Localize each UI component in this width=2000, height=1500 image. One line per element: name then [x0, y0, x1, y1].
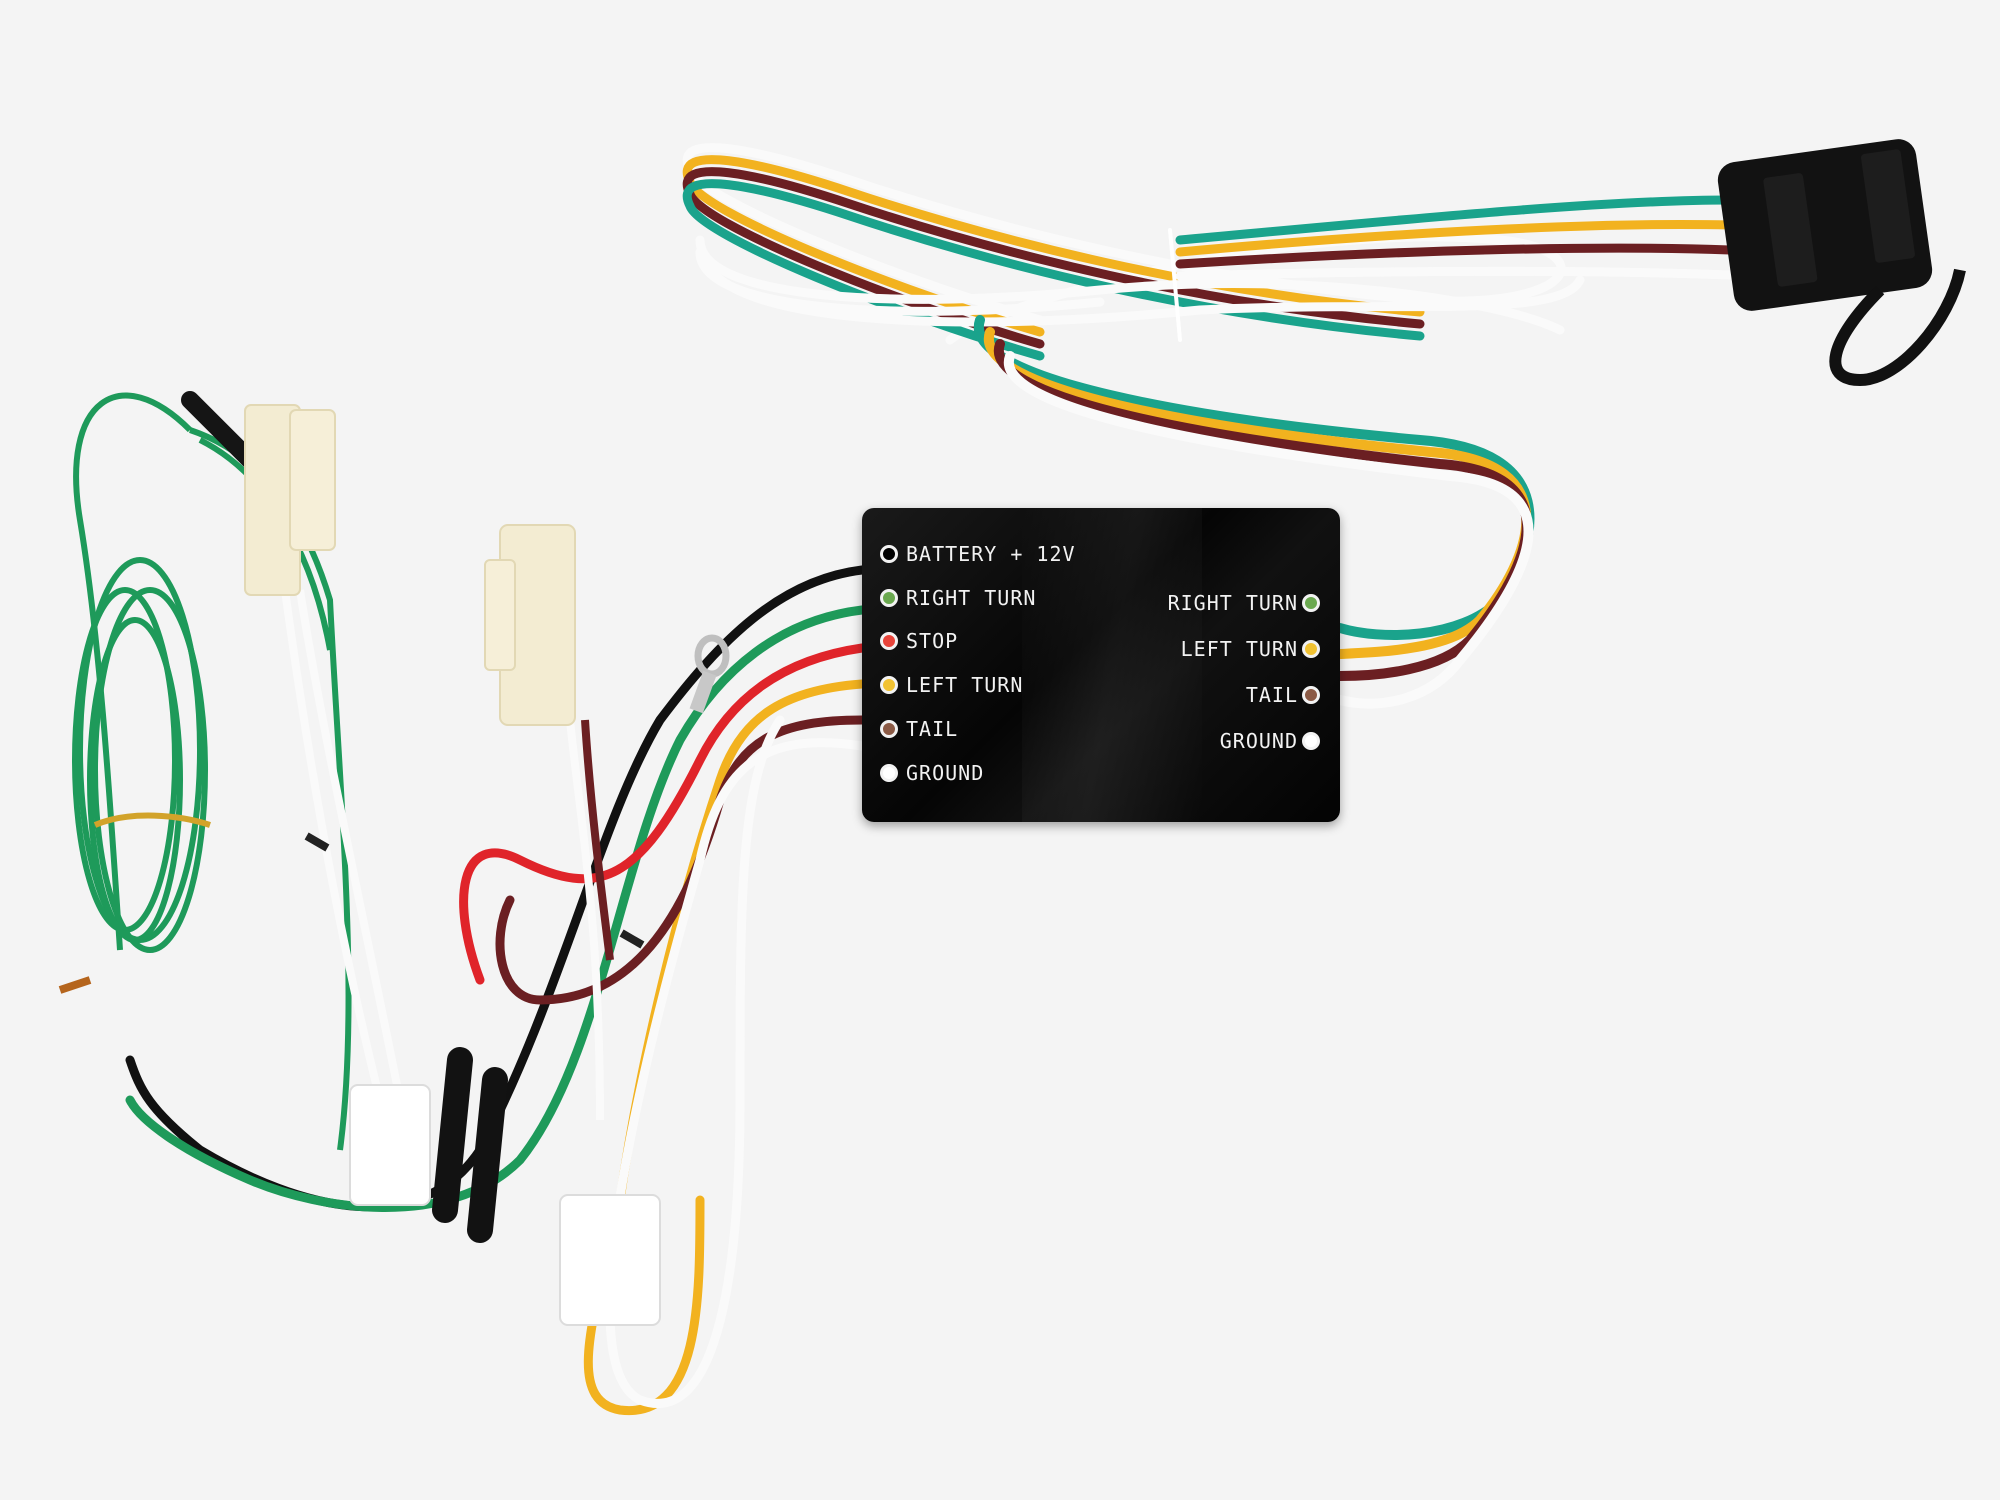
output-tail-label: TAIL	[1246, 683, 1320, 707]
stop-dot-icon	[880, 632, 898, 650]
black-heat-shrink	[432, 1047, 508, 1243]
label-text: RIGHT TURN	[1167, 591, 1298, 615]
flat-4-wire-bundle	[682, 143, 1735, 709]
ground-dot-icon	[1302, 732, 1320, 750]
tail-dot-icon	[880, 720, 898, 738]
label-text: BATTERY + 12V	[906, 542, 1076, 566]
label-text: RIGHT TURN	[906, 586, 1037, 610]
input-ground-label: GROUND	[880, 761, 984, 785]
label-text: TAIL	[906, 717, 959, 741]
module-sheen	[1022, 508, 1202, 822]
zip-tie-middle	[619, 929, 645, 949]
label-text: STOP	[906, 629, 959, 653]
copper-wire-end	[58, 976, 92, 994]
label-text: GROUND	[1219, 729, 1298, 753]
left-turn-dot-icon	[1302, 640, 1320, 658]
label-text: TAIL	[1245, 683, 1298, 707]
right-turn-dot-icon	[880, 589, 898, 607]
label-text: GROUND	[906, 761, 985, 785]
cream-connector-middle	[484, 524, 576, 726]
left-turn-dot-icon	[880, 676, 898, 694]
rubber-band	[93, 812, 211, 828]
input-wires	[125, 565, 867, 1415]
white-connector-right	[559, 1194, 661, 1326]
white-connector-left	[349, 1084, 431, 1206]
label-text: LEFT TURN	[1180, 637, 1298, 661]
input-tail-label: TAIL	[880, 717, 958, 741]
zip-tie-left	[304, 832, 330, 852]
input-right-turn-label: RIGHT TURN	[880, 586, 1036, 610]
input-left-turn-label: LEFT TURN	[880, 673, 1023, 697]
output-left-turn-label: LEFT TURN	[1181, 637, 1320, 661]
ring-terminal	[689, 634, 730, 714]
cream-connector-top	[244, 404, 336, 596]
input-battery-label: BATTERY + 12V	[880, 542, 1076, 566]
ground-dot-icon	[880, 764, 898, 782]
battery-dot-icon	[880, 545, 898, 563]
output-right-turn-label: RIGHT TURN	[1168, 591, 1320, 615]
input-stop-label: STOP	[880, 629, 958, 653]
white-wires-left	[281, 589, 604, 1121]
label-text: LEFT TURN	[906, 673, 1024, 697]
converter-module: BATTERY + 12V RIGHT TURN STOP LEFT TURN …	[862, 508, 1340, 822]
output-ground-label: GROUND	[1220, 729, 1320, 753]
tail-dot-icon	[1302, 686, 1320, 704]
right-turn-dot-icon	[1302, 594, 1320, 612]
four-pin-trailer-connector	[1717, 139, 1966, 387]
